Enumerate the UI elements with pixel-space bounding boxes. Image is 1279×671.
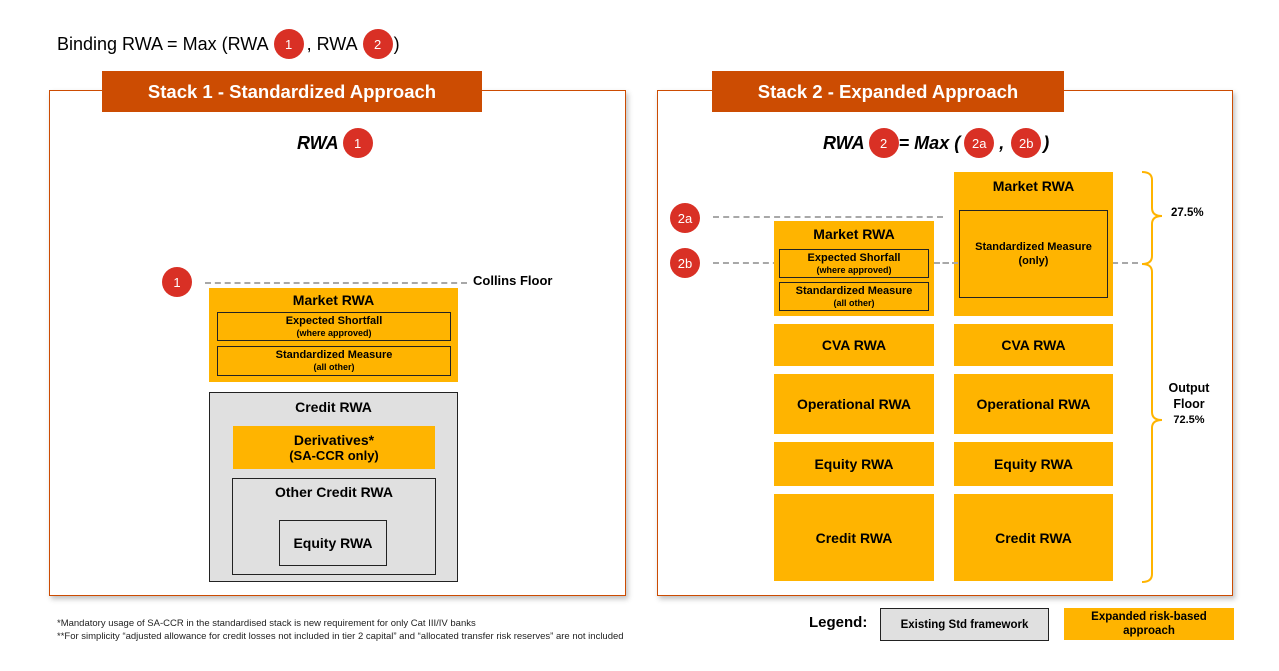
stack2-col-b-standardized-measure: Standardized Measure (only) <box>959 210 1108 298</box>
stack2-rwa-label: RWA <box>823 132 865 153</box>
stack2-col-a-standardized-measure: Standardized Measure (all other) <box>779 282 929 311</box>
stack2-col-b-market-rwa: Market RWA Standardized Measure (only) <box>954 172 1113 316</box>
output-floor-label: Output Floor 72.5% <box>1164 380 1214 428</box>
stack2-heading-badge-2a: 2a <box>964 128 995 158</box>
stack2-col-a-equity-rwa: Equity RWA <box>774 442 934 486</box>
stack2-heading-badge-2b: 2b <box>1011 128 1042 158</box>
stack1-credit-rwa-title: Credit RWA <box>295 399 372 415</box>
stack1-es-sub: (where approved) <box>296 327 372 338</box>
stack1-rwa-label: RWA <box>297 132 339 153</box>
stack1-derivatives-sub: (SA-CCR only) <box>289 447 379 463</box>
stack2-col-a-operational-rwa: Operational RWA <box>774 374 934 434</box>
formula-prefix: Binding RWA = Max (RWA <box>57 33 269 54</box>
stack2-col-a-es-title: Expected Shorfall <box>807 251 901 264</box>
footnotes: *Mandatory usage of SA-CCR in the standa… <box>57 617 624 643</box>
stack1-title: Stack 1 - Standardized Approach <box>102 71 482 112</box>
stack2-col-b-sm-sub: (only) <box>1018 255 1049 267</box>
stack2-col-b-sm-title: Standardized Measure <box>975 241 1092 253</box>
line-2b-overlay-gap <box>934 262 958 264</box>
stack2-rwa-heading: RWA 2 = Max ( 2a , 2b ) <box>823 128 1049 158</box>
footnote-2: **For simplicity “adjusted allowance for… <box>57 631 624 642</box>
stack1-rwa-heading: RWA 1 <box>297 128 373 158</box>
stack2-comma: , <box>999 132 1005 153</box>
stack2-col-a-sm-sub: (all other) <box>833 297 875 308</box>
stack1-derivatives-title: Derivatives* <box>293 431 375 448</box>
brace-bottom-icon <box>1141 263 1163 583</box>
footnote-1: *Mandatory usage of SA-CCR in the standa… <box>57 618 476 629</box>
legend-expanded: Expanded risk-based approach <box>1064 608 1234 640</box>
line-2a <box>713 216 943 218</box>
stack1-sm-sub: (all other) <box>313 362 355 372</box>
stack2-title: Stack 2 - Expanded Approach <box>712 71 1064 112</box>
stack2-panel <box>657 90 1233 596</box>
brace-top-icon <box>1141 171 1163 265</box>
stack1-other-credit-title: Other Credit RWA <box>275 484 393 500</box>
stack2-col-b-credit-rwa: Credit RWA <box>954 494 1113 581</box>
output-floor-line1: Output <box>1168 381 1210 395</box>
stack1-rwa-badge: 1 <box>342 128 373 158</box>
stack2-col-a-expected-shortfall: Expected Shorfall (where approved) <box>779 249 929 278</box>
stack2-col-b-equity-rwa: Equity RWA <box>954 442 1113 486</box>
legend-existing: Existing Std framework <box>880 608 1049 641</box>
stack1-sm-title: Standardized Measure <box>275 349 393 361</box>
brace-top-label: 27.5% <box>1171 207 1204 219</box>
collins-floor-label: Collins Floor <box>473 273 553 288</box>
stack2-col-a-market-rwa: Market RWA Expected Shorfall (where appr… <box>774 221 934 316</box>
stack2-close: ) <box>1043 132 1050 153</box>
stack2-col-a-sm-title: Standardized Measure <box>795 284 913 297</box>
stack1-standardized-measure: Standardized Measure (all other) <box>217 346 451 376</box>
output-floor-line2: Floor <box>1173 397 1205 411</box>
line-2a-badge: 2a <box>670 203 700 233</box>
line-2b-badge: 2b <box>670 248 700 278</box>
formula-middle: , RWA <box>306 33 358 54</box>
stack2-max-label: = Max ( <box>898 132 961 153</box>
stack2-col-b-market-title: Market RWA <box>992 178 1075 194</box>
stack1-market-rwa-title: Market RWA <box>292 292 375 308</box>
stack1-other-credit-rwa: Other Credit RWA Equity RWA <box>232 478 436 575</box>
stack1-derivatives: Derivatives* (SA-CCR only) <box>233 426 435 469</box>
stack2-col-a-market-title: Market RWA <box>813 226 895 242</box>
stack2-col-a-es-sub: (where approved) <box>816 264 892 275</box>
stack1-es-title: Expected Shortfall <box>285 314 383 327</box>
formula-suffix: ) <box>393 33 400 54</box>
stack2-col-b-operational-rwa: Operational RWA <box>954 374 1113 434</box>
output-floor-pct: 72.5% <box>1173 414 1205 426</box>
legend-label: Legend: <box>809 614 868 631</box>
formula-badge-1: 1 <box>273 29 304 59</box>
stack2-col-b-cva-rwa: CVA RWA <box>954 324 1113 366</box>
collins-floor-badge: 1 <box>162 267 192 297</box>
stack1-credit-rwa: Credit RWA Derivatives* (SA-CCR only) Ot… <box>209 392 458 582</box>
stack1-equity-rwa: Equity RWA <box>279 520 387 566</box>
binding-rwa-formula: Binding RWA = Max (RWA 1 , RWA 2 ) <box>57 29 400 59</box>
stack1-market-rwa: Market RWA Expected Shortfall (where app… <box>209 288 458 382</box>
formula-badge-2: 2 <box>362 29 393 59</box>
stack2-col-a-cva-rwa: CVA RWA <box>774 324 934 366</box>
stack1-expected-shortfall: Expected Shortfall (where approved) <box>217 312 451 341</box>
stack2-col-a-credit-rwa: Credit RWA <box>774 494 934 581</box>
stack2-rwa-badge: 2 <box>868 128 899 158</box>
collins-floor-line <box>205 282 467 284</box>
